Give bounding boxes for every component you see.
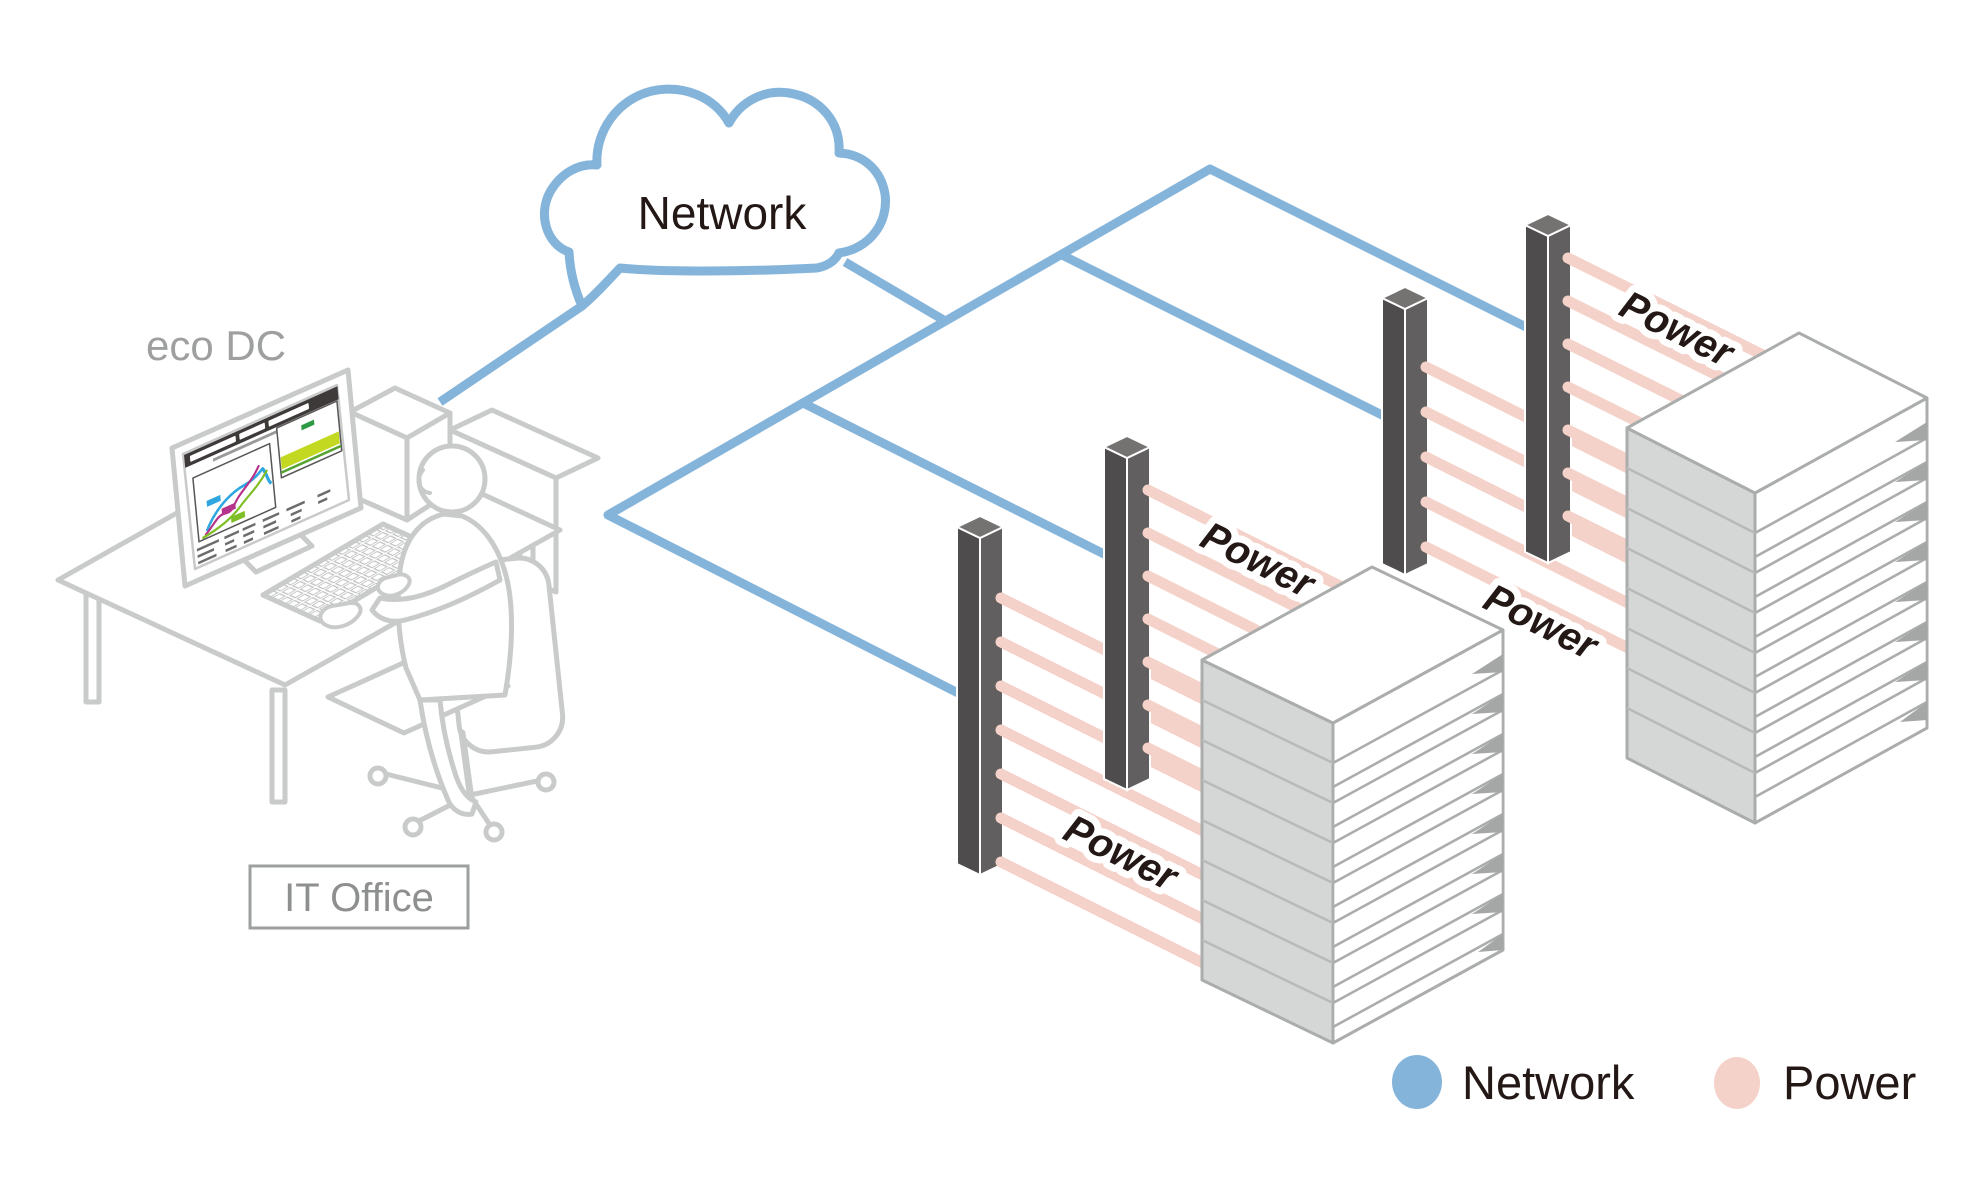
rack2-shelf-shadows [1895, 422, 1927, 722]
network-layer [437, 164, 1533, 700]
legend-network-label: Network [1462, 1056, 1635, 1109]
legend-power-dot [1714, 1057, 1760, 1109]
rack1-shelves [1331, 668, 1505, 1029]
person-body [395, 511, 515, 703]
network-cloud: Network [539, 84, 890, 311]
eco-dc-label: eco DC [146, 322, 286, 369]
rack1-left-shelf-lines [1201, 698, 1334, 1005]
legend: Network Power [1392, 1055, 1916, 1109]
network-line-to-pdu-right-1 [1057, 249, 1391, 423]
dashboard-line-chart [192, 442, 277, 543]
cloud-network-label: Network [638, 187, 808, 239]
rack2-top-face [1625, 331, 1929, 495]
pdu-bar-right-1 [1379, 285, 1431, 577]
person-hand-right [376, 572, 412, 598]
eco-dc-dashboard [184, 386, 343, 565]
rack2-left-shelf-lines [1626, 466, 1756, 775]
power-label-left-bottom: Power [1057, 807, 1186, 901]
rack2-shelves [1753, 436, 1929, 799]
power-label-right-top: Power [1613, 283, 1742, 377]
server-rack-1 [1200, 565, 1505, 1045]
network-line-cloud-right [842, 258, 950, 326]
person-leg [417, 697, 479, 817]
cloud-shape [539, 84, 890, 311]
network-line-to-pdu-left-2 [800, 398, 1111, 561]
person [318, 443, 515, 817]
person-hand-left [318, 600, 363, 630]
dashboard-subtitle-mark [212, 422, 294, 462]
dashboard-bar-chart [275, 400, 343, 479]
person-arm [369, 559, 503, 624]
network-line-backbone [603, 164, 1533, 700]
pdu-bar-right-2 [1522, 212, 1574, 565]
server-rack-2 [1625, 331, 1929, 825]
pdu-bar-left-1 [954, 514, 1006, 877]
person-face-profile [416, 468, 432, 495]
rack1-top-face [1200, 565, 1505, 725]
person-head [416, 443, 488, 515]
chair-column [458, 729, 474, 796]
legend-network-dot [1392, 1055, 1442, 1109]
rack1-shelf-shadows [1472, 654, 1503, 952]
it-office-scene [55, 367, 601, 843]
legend-power-label: Power [1783, 1056, 1916, 1109]
it-office-label-box: IT Office [248, 864, 470, 930]
network-line-cloud-to-office [437, 302, 585, 406]
dashboard-table [196, 489, 331, 565]
dashboard-title-marks [189, 403, 309, 462]
it-office-label: IT Office [284, 876, 434, 920]
